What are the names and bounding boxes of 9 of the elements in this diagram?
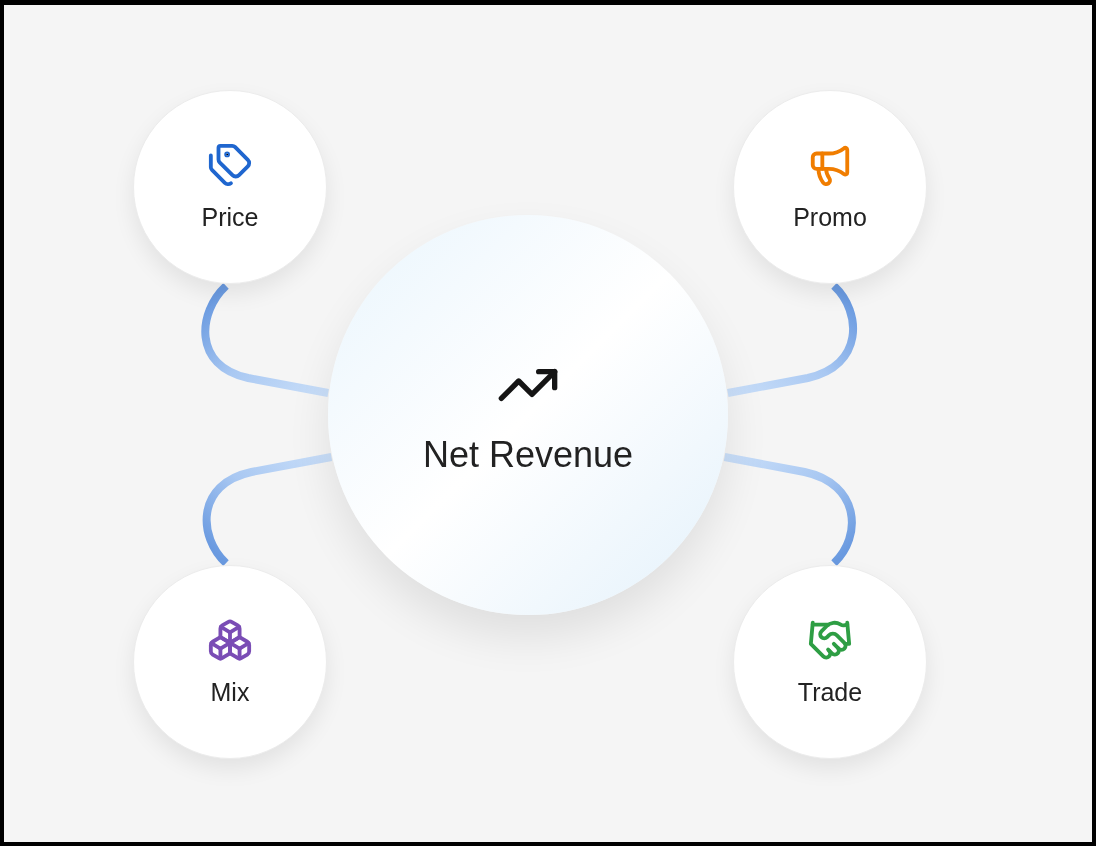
connector [727,283,858,397]
node-label: Price [201,202,259,232]
connector [723,453,856,566]
node-label: Promo [793,202,867,232]
node-label: Mix [210,677,250,707]
node-label: Trade [797,677,863,707]
node-label: Net Revenue [422,433,634,477]
connector [201,283,329,397]
connector [202,453,333,566]
